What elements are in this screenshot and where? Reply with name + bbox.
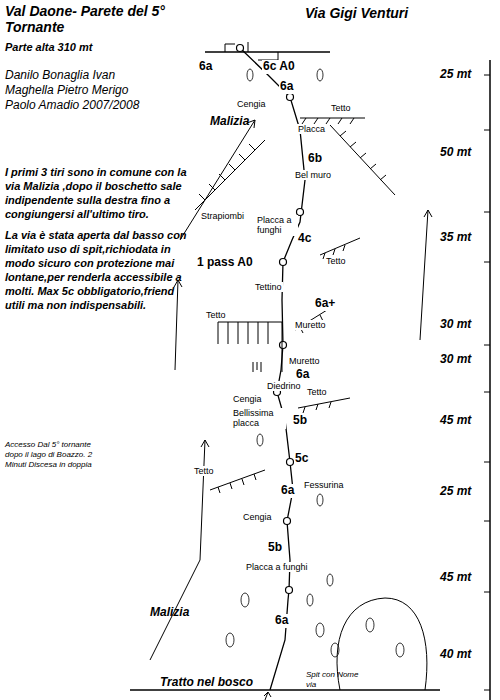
pitch-length: 50 mt: [440, 146, 471, 160]
feature: Tetto: [330, 103, 352, 113]
pitch-length: 45 mt: [440, 571, 471, 585]
route-title: Via Gigi Venturi: [305, 5, 408, 21]
route-note: La via è stata aperta dal basso con limi…: [5, 228, 195, 312]
feature: Muretto: [288, 356, 321, 366]
grade: 1 pass A0: [196, 256, 254, 270]
feature: Bel muro: [294, 170, 332, 180]
start-note: Tratto nel bosco: [160, 676, 253, 690]
pitch-length: 35 mt: [440, 231, 471, 245]
section-height: Parte alta 310 mt: [5, 40, 92, 54]
pitch-length: 30 mt: [440, 318, 471, 332]
feature: Placca: [297, 124, 326, 134]
feature: Cengia: [242, 512, 273, 522]
grade: 6b: [307, 152, 323, 166]
feature: Cengia: [236, 99, 267, 109]
grade: 4c: [297, 232, 312, 246]
start-note: Spit con Nome via: [306, 670, 366, 690]
grade: 6c A0: [262, 60, 296, 74]
first-ascent: Danilo Bonaglia Ivan Maghella Pietro Mer…: [5, 68, 155, 113]
grade: 6a: [274, 614, 289, 628]
feature: Tetto: [205, 310, 227, 320]
feature: Fessurina: [303, 480, 345, 490]
feature: Muretto: [294, 320, 327, 330]
feature: Tetto: [193, 466, 215, 476]
grade: 5b: [292, 414, 308, 428]
region-heading: Val Daone- Parete del 5° Tornante: [5, 3, 180, 35]
route-name: Malizia: [210, 115, 249, 129]
feature: Diedrino: [266, 381, 302, 391]
feature: Bellissima placca: [232, 408, 286, 429]
feature: Tetto: [306, 387, 328, 397]
pitch-length: 30 mt: [440, 353, 471, 367]
grade: 6a: [198, 60, 213, 74]
pitch-length: 40 mt: [440, 648, 471, 662]
pitch-length: 25 mt: [440, 485, 471, 499]
route-name: Malizia: [150, 606, 189, 620]
grade: 6a: [295, 368, 310, 382]
grade: 5c: [294, 452, 309, 466]
feature: Tettino: [254, 282, 283, 292]
grade: 6a: [280, 484, 295, 498]
grade: 6a+: [314, 297, 336, 311]
feature: Placca a funghi: [245, 562, 309, 572]
feature: Strapiombi: [200, 211, 245, 221]
pitch-length: 45 mt: [440, 414, 471, 428]
grade: 6a: [279, 80, 294, 94]
feature: Tetto: [325, 256, 347, 266]
pitch-length: 25 mt: [440, 68, 471, 82]
access-note: Accesso Dal 5° tornante dopo il lago di …: [5, 440, 100, 470]
feature: Placca a funghi: [256, 215, 298, 236]
route-note: I primi 3 tiri sono in comune con la via…: [5, 165, 195, 221]
feature: Cengia: [232, 394, 263, 404]
grade: 5b: [267, 541, 283, 555]
